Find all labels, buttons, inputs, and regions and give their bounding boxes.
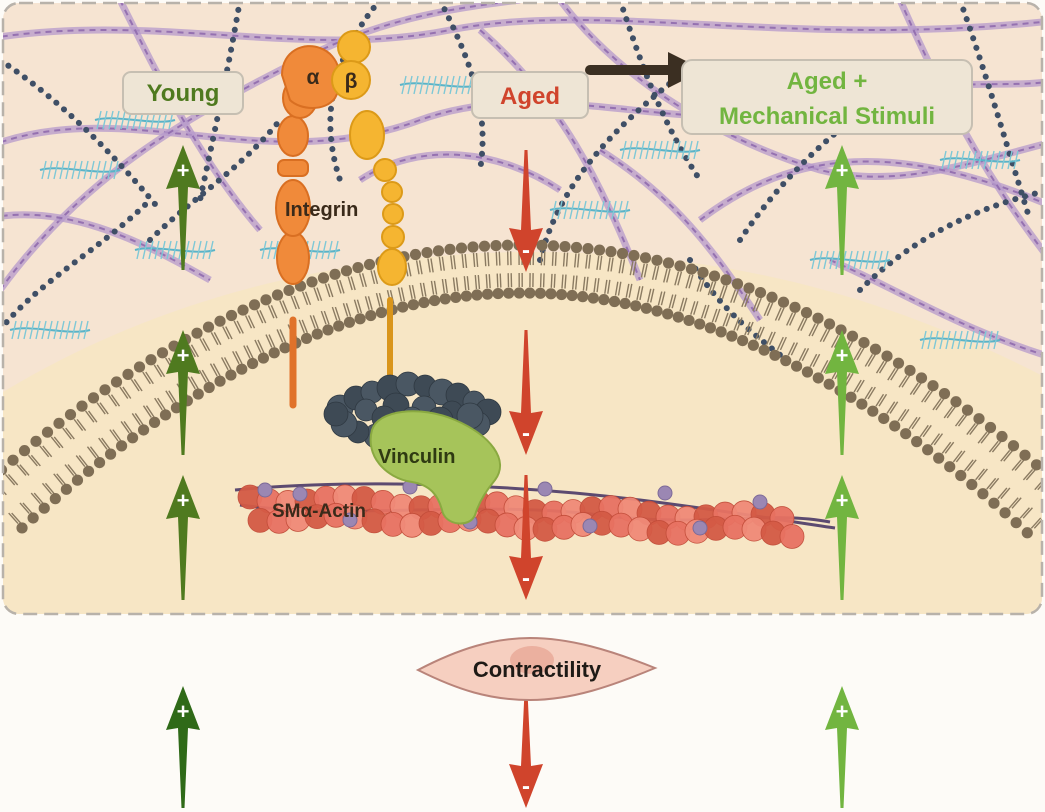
plus-sign: + [836, 158, 849, 183]
collagen-fiber [828, 256, 1042, 364]
young-label-text: Young [147, 80, 220, 107]
fibronectin-fiber [737, 87, 903, 243]
integrin-alpha-label: α [307, 66, 320, 89]
integrin-label: Integrin [285, 199, 358, 221]
fibronectin-fiber [3, 57, 163, 213]
aged-mech-arrow-up: + [825, 686, 859, 808]
proteoglycan [134, 240, 216, 260]
plus-sign: + [177, 158, 190, 183]
plus-sign: + [836, 488, 849, 513]
plus-sign: + [177, 699, 190, 724]
proteoglycan [619, 140, 701, 160]
proteoglycan [9, 320, 91, 340]
proteoglycan [549, 200, 631, 220]
aged-arrow-down: - [509, 475, 543, 600]
label-young: Young [122, 71, 244, 115]
vinculin-protein: Vinculin [369, 410, 501, 525]
collagen-fiber [477, 27, 644, 282]
plus-sign: + [177, 343, 190, 368]
aged-mech-arrow-up: + [825, 475, 859, 600]
plus-sign: + [177, 488, 190, 513]
label-aged-mechanical-stimuli: Aged + Mechanical Stimuli [681, 59, 973, 135]
integrin-beta-label: β [345, 70, 358, 93]
fibronectin-fiber [617, 3, 703, 183]
minus-sign: - [522, 420, 530, 447]
effect-arrows: + + + + - - - - + + + + [166, 145, 859, 808]
minus-sign: - [522, 773, 530, 800]
minus-sign: - [522, 565, 530, 592]
plus-sign: + [836, 699, 849, 724]
contractility-label: Contractility [473, 657, 602, 682]
aged-arrow-down: - [509, 330, 543, 455]
cell-membrane [3, 239, 1042, 539]
actin-label: SMα-Actin [272, 501, 366, 522]
label-aged: Aged [471, 71, 589, 119]
proteoglycan [919, 330, 1001, 350]
fibronectin-fiber [147, 117, 283, 243]
young-arrow-up: + [166, 475, 200, 600]
contractility-cell: Contractility [415, 636, 658, 702]
young-arrow-up: + [166, 686, 200, 808]
proteoglycan [939, 150, 1021, 170]
fibronectin-fiber [957, 3, 1033, 223]
aged-mech-arrow-up: + [825, 330, 859, 455]
integrin-beta-subunit [331, 30, 407, 388]
fibronectin-fiber [857, 187, 1042, 293]
aged-mech-line2: Mechanical Stimuli [719, 103, 935, 130]
plus-sign: + [836, 343, 849, 368]
vinculin-label: Vinculin [378, 446, 455, 468]
proteoglycan [39, 160, 121, 180]
collagen-fiber [116, 3, 263, 233]
aged-arrow-down: - [509, 150, 543, 272]
collagen-fiber [3, 16, 1042, 44]
young-arrow-up: + [166, 330, 200, 455]
proteoglycan [399, 75, 481, 95]
fibronectin-fiber [3, 197, 153, 333]
minus-sign: - [522, 237, 530, 264]
young-arrow-up: + [166, 145, 200, 270]
aged-label-text: Aged [500, 83, 560, 110]
aged-mech-arrow-up: + [825, 145, 859, 275]
integrin-receptor: α β Integrin [275, 30, 407, 409]
aged-mech-line1: Aged + [787, 68, 868, 95]
aged-arrow-down: - [509, 692, 543, 808]
